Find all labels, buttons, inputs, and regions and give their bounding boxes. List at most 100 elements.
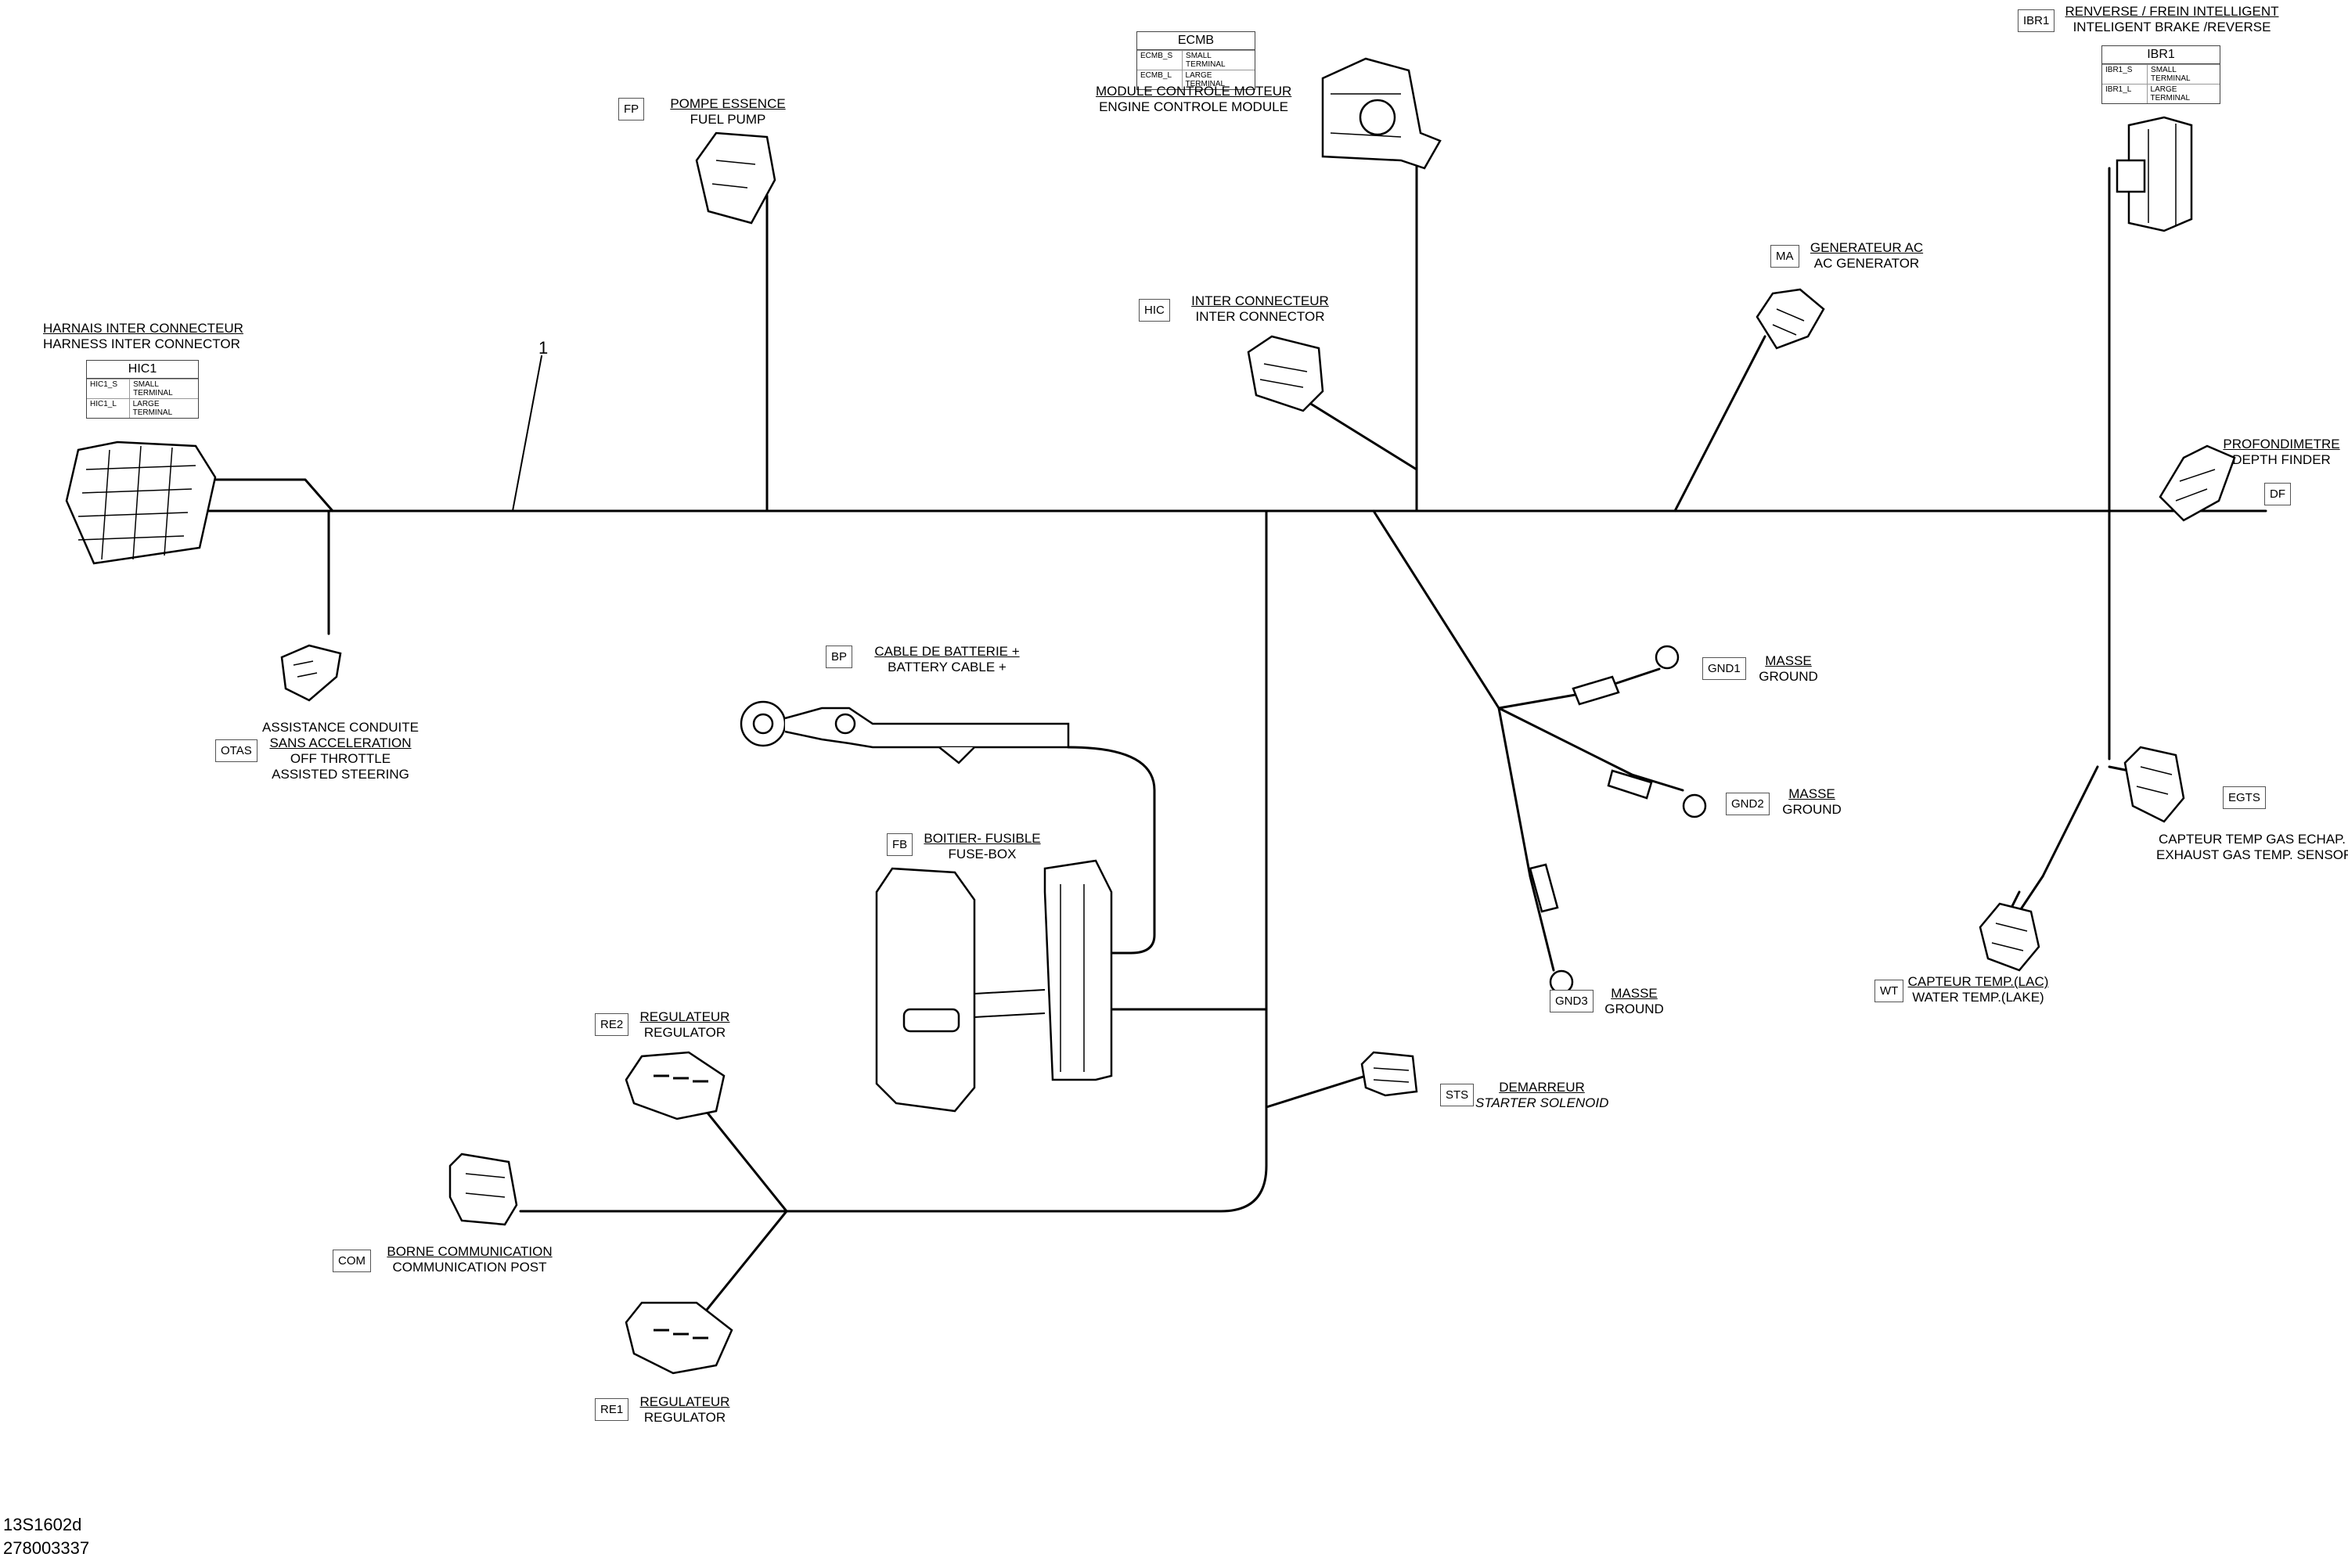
gnd1-fr: MASSE (1765, 653, 1812, 668)
re1-fr: REGULATEUR (639, 1394, 730, 1409)
otas-en2: ASSISTED STEERING (272, 767, 409, 782)
fb-en: FUSE-BOX (948, 847, 1017, 861)
otas-fr2: SANS ACCELERATION (269, 735, 412, 750)
gnd1-en: GROUND (1759, 669, 1818, 684)
re2-en: REGULATOR (643, 1025, 726, 1040)
gnd1-lug-icon (1572, 645, 1680, 706)
ecmb-en: ENGINE CONTROLE MODULE (1099, 99, 1288, 114)
otas-en1: OFF THROTTLE (290, 751, 391, 766)
terminal-size: SMALL TERMINAL (133, 380, 173, 397)
fb-label: BOITIER- FUSIBLE FUSE-BOX (916, 831, 1049, 862)
fuel-pump-connector-icon (695, 131, 776, 225)
hic1-table-header: HIC1 (87, 361, 198, 379)
fp-code: FP (618, 98, 645, 120)
terminal-code: IBR1_L (2102, 85, 2148, 103)
re1-en: REGULATOR (643, 1410, 726, 1425)
gnd3-label: MASSE GROUND (1595, 986, 1673, 1017)
sts-code: STS (1440, 1084, 1475, 1106)
gnd1-label: MASSE GROUND (1749, 653, 1828, 685)
com-code: COM (333, 1250, 371, 1272)
bp-label: CABLE DE BATTERIE + BATTERY CABLE + (861, 644, 1033, 675)
sts-en: STARTER SOLENOID (1475, 1095, 1609, 1110)
terminal-size: SMALL TERMINAL (2151, 66, 2191, 83)
hic1-branch-wire (178, 478, 334, 635)
ibr1-en: INTELIGENT BRAKE /REVERSE (2073, 20, 2271, 34)
com-label: BORNE COMMUNICATION COMMUNICATION POST (376, 1244, 564, 1275)
ground-fan-wire (1372, 509, 1633, 878)
item-leader-line (512, 355, 542, 512)
gnd2-lug-icon (1607, 769, 1707, 818)
ecmb-table-header: ECMB (1137, 32, 1255, 50)
terminal-size: SMALL TERMINAL (1186, 52, 1226, 69)
gnd1-code: GND1 (1702, 657, 1746, 680)
starter-solenoid-connector-icon (1360, 1051, 1418, 1097)
df-code: DF (2264, 483, 2291, 505)
hic-branch-wire (1302, 397, 1418, 471)
hic-connector-icon (1247, 335, 1324, 412)
depth-finder-connector-icon (2159, 444, 2236, 522)
hic-code: HIC (1139, 299, 1170, 322)
hic1-fr: HARNAIS INTER CONNECTEUR (43, 321, 243, 336)
df-en: DEPTH FINDER (2232, 452, 2331, 467)
terminal-size: LARGE TERMINAL (2150, 85, 2191, 102)
gnd3-en: GROUND (1604, 1002, 1664, 1016)
otas-code: OTAS (215, 739, 257, 762)
ac-generator-connector-icon (1756, 288, 1825, 350)
gnd3-code: GND3 (1550, 990, 1594, 1012)
ibr1-label: RENVERSE / FREIN INTELLIGENT INTELIGENT … (2062, 4, 2281, 35)
wt-code: WT (1874, 980, 1904, 1002)
com-en: COMMUNICATION POST (392, 1260, 547, 1275)
ecmb-label: MODULE CONTROLE MOTEUR ENGINE CONTROLE M… (1096, 84, 1291, 115)
egts-branch-wire (2041, 765, 2130, 878)
sts-wire (1265, 1074, 1367, 1109)
egts-code: EGTS (2223, 786, 2266, 809)
hic1-connector-icon (65, 441, 217, 565)
water-temp-connector-icon (1979, 902, 2040, 972)
battery-cable-icon (740, 700, 1070, 764)
hic-fr: INTER CONNECTEUR (1191, 293, 1329, 308)
otas-connector-icon (280, 644, 342, 702)
otas-label: ASSISTANCE CONDUITE SANS ACCELERATION OF… (247, 720, 434, 782)
terminal-code: ECMB_S (1137, 51, 1183, 70)
gnd2-code: GND2 (1726, 793, 1770, 815)
regulator-re1-connector-icon (625, 1301, 733, 1375)
ecmb-fr: MODULE CONTROLE MOTEUR (1096, 84, 1292, 99)
egts-label: CAPTEUR TEMP GAS ECHAP. EXHAUST GAS TEMP… (2156, 832, 2348, 863)
ibr1-table-header: IBR1 (2102, 46, 2220, 64)
ma-en: AC GENERATOR (1813, 256, 1920, 271)
lower-loop-wire (519, 509, 1268, 1213)
re2-code: RE2 (595, 1013, 629, 1036)
bp-en: BATTERY CABLE + (888, 660, 1007, 674)
battery-wire (1067, 746, 1156, 955)
hic1-en: HARNESS INTER CONNECTOR (43, 336, 240, 351)
gnd2-label: MASSE GROUND (1773, 786, 1851, 818)
re2-fr: REGULATEUR (639, 1009, 730, 1024)
egts-fr: CAPTEUR TEMP GAS ECHAP. (2158, 832, 2346, 847)
terminal-size: LARGE TERMINAL (132, 400, 173, 417)
fp-en: FUEL PUMP (690, 112, 766, 127)
re1-code: RE1 (595, 1398, 629, 1421)
ibr1-connector-icon (2116, 116, 2193, 232)
gnd3-fr: MASSE (1611, 986, 1658, 1001)
terminal-code: HIC1_S (87, 379, 131, 398)
df-fr: PROFONDIMETRE (2223, 437, 2340, 451)
regulator-re2-connector-icon (625, 1051, 726, 1120)
sts-fr: DEMARREUR (1499, 1080, 1585, 1095)
bp-code: BP (826, 646, 853, 668)
ma-code: MA (1770, 245, 1799, 268)
re2-label: REGULATEUR REGULATOR (634, 1009, 736, 1041)
df-label: PROFONDIMETRE DEPTH FINDER (2223, 437, 2340, 468)
ibr1-fr: RENVERSE / FREIN INTELLIGENT (2065, 4, 2279, 19)
egts-en: EXHAUST GAS TEMP. SENSOR (2156, 847, 2348, 862)
part-number: 278003337 (3, 1538, 90, 1558)
gnd3-lug-icon (1529, 863, 1574, 994)
gnd3-wire (1529, 875, 1555, 972)
item-number: 1 (538, 338, 549, 358)
